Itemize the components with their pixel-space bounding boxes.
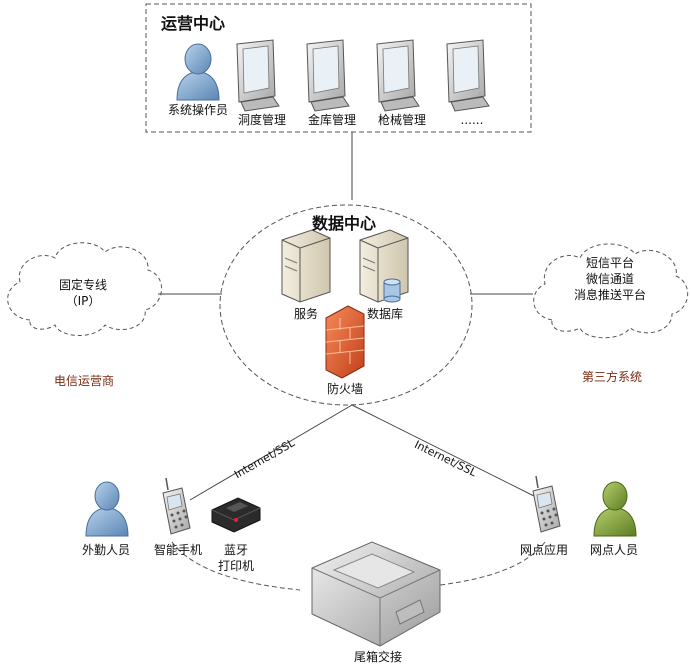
field-staff-person-icon (85, 481, 129, 537)
bottom-arc-left (171, 541, 301, 591)
monitor-icon-3 (376, 39, 420, 112)
data-center-title: 数据中心 (312, 214, 377, 233)
bottom-arc-right (439, 541, 546, 586)
smart-phone-icon (162, 477, 191, 535)
branch-app-label: 网点应用 (519, 543, 568, 557)
telecom-cloud (7, 242, 163, 336)
tail-box-label: 尾箱交接 (353, 650, 402, 664)
server-label: 服务 (293, 307, 318, 321)
ops-center-box (145, 3, 532, 133)
right-cloud-line-3: 消息推送平台 (573, 288, 646, 302)
operator-person-icon (176, 43, 220, 101)
right-cloud-line-2: 微信通道 (585, 272, 634, 286)
left-cloud-line-2: （IP） (65, 294, 101, 308)
printer-label-line-1: 蓝牙 (223, 543, 248, 557)
printer-label-line-2: 打印机 (217, 559, 254, 573)
firewall-icon (325, 305, 365, 379)
bluetooth-printer-icon (211, 497, 261, 533)
tail-box-icon (311, 541, 441, 647)
terminal-label-1: 洞度管理 (237, 113, 286, 127)
branch-app-phone-icon (532, 475, 561, 533)
telecom-label: 电信运营商 (53, 374, 114, 388)
left-cloud-line-1: 固定专线 (58, 278, 107, 292)
monitor-icon-2 (306, 39, 350, 112)
third-party-label: 第三方系统 (581, 370, 642, 384)
left-internet-line (189, 404, 353, 501)
ops-center-title: 运营中心 (161, 14, 226, 33)
database-label: 数据库 (366, 307, 403, 321)
branch-staff-person-icon (593, 481, 637, 537)
monitor-icon-4 (446, 39, 490, 112)
thirdparty-cloud (533, 243, 689, 339)
terminal-label-3: 枪械管理 (377, 113, 426, 127)
branch-staff-label: 网点人员 (589, 543, 638, 557)
firewall-label: 防火墙 (326, 382, 363, 396)
field-staff-label: 外勤人员 (81, 543, 130, 557)
database-server-icon (359, 229, 409, 303)
server-icon (281, 229, 331, 303)
terminal-label-4: ...... (460, 113, 484, 127)
data-center-boundary (219, 204, 473, 406)
operator-label: 系统操作员 (167, 103, 228, 117)
right-internet-line (351, 404, 539, 499)
right-cloud-line-1: 短信平台 (585, 256, 634, 270)
smart-phone-label: 智能手机 (153, 543, 202, 557)
monitor-icon-1 (236, 39, 280, 112)
terminal-label-2: 金库管理 (307, 113, 356, 127)
